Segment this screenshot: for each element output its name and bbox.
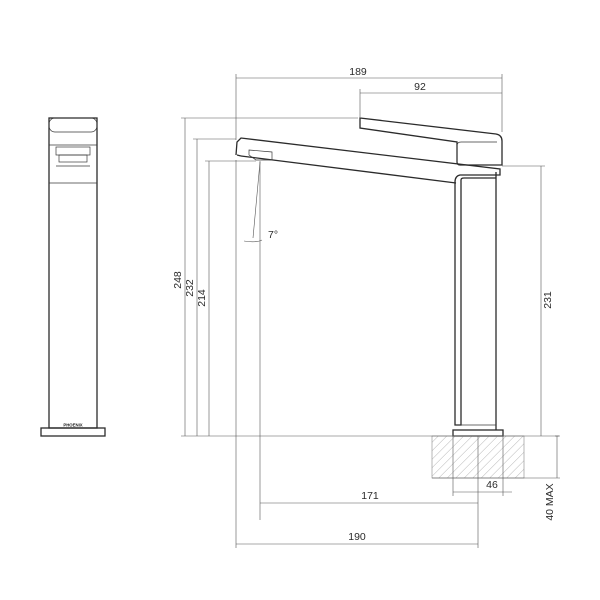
- svg-text:231: 231: [542, 291, 554, 309]
- dim-92: 92: [359, 81, 502, 117]
- svg-text:40 MAX: 40 MAX: [544, 483, 556, 520]
- dim-232: 232: [184, 138, 236, 436]
- svg-text:92: 92: [414, 81, 426, 93]
- dim-190: 190: [235, 160, 479, 548]
- dim-171: 171: [260, 436, 479, 507]
- svg-text:248: 248: [172, 271, 184, 289]
- svg-text:214: 214: [196, 289, 208, 307]
- svg-text:189: 189: [349, 66, 367, 78]
- handle: [359, 117, 503, 166]
- dim-angle-7: 7°: [243, 161, 278, 520]
- svg-text:232: 232: [184, 279, 196, 297]
- svg-text:46: 46: [486, 479, 498, 491]
- side-view: [235, 117, 560, 479]
- spout: [235, 137, 501, 426]
- svg-text:171: 171: [361, 490, 379, 502]
- front-view: PHOENIX: [40, 117, 106, 437]
- dim-46: 46: [452, 436, 512, 496]
- dim-248: 248: [172, 117, 358, 436]
- brand-label: PHOENIX: [63, 423, 82, 428]
- svg-text:7°: 7°: [268, 229, 278, 241]
- dim-189: 189: [235, 66, 503, 140]
- dim-231: 231: [502, 165, 554, 436]
- aerator-outlet: [248, 149, 273, 161]
- dim-40-max: 40 MAX: [544, 435, 559, 521]
- svg-text:190: 190: [348, 531, 366, 543]
- base-plate: [452, 429, 504, 437]
- dim-214: 214: [196, 160, 256, 436]
